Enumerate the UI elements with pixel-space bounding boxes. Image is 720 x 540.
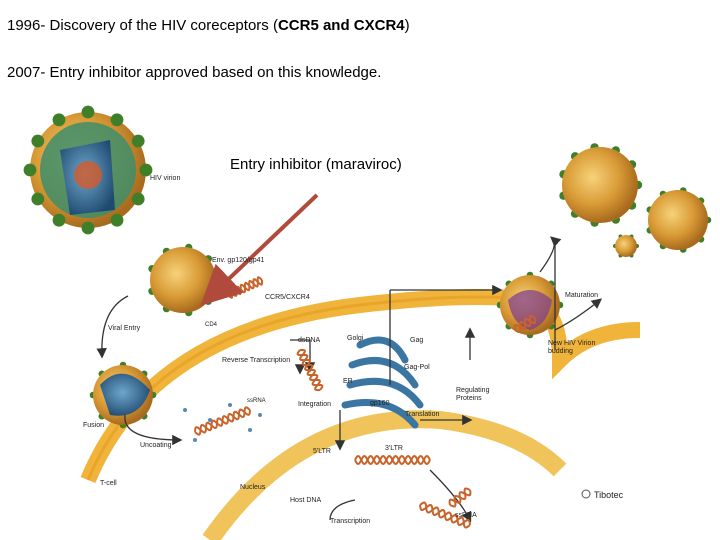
label-transcription: Transcription — [330, 518, 370, 525]
virion-spike — [131, 192, 145, 206]
rna-helix — [226, 278, 264, 297]
label-gp160: gp160 — [370, 400, 390, 407]
label-tcell: T-cell — [100, 480, 117, 487]
rna-dots — [183, 403, 262, 442]
cell-membrane — [80, 288, 641, 484]
label-nucleus: Nucleus — [240, 484, 266, 491]
slide-title-line-1: 1996- Discovery of the HIV coreceptors (… — [7, 17, 410, 34]
label-cd4: CD4 — [205, 322, 218, 328]
virion-spike — [131, 134, 145, 148]
virion-spike — [110, 113, 124, 127]
hiv-virion-cutaway — [30, 112, 146, 228]
label-dsdna: dsDNA — [298, 337, 321, 344]
virion-spike — [81, 105, 95, 119]
label-env: Env. gp120/gp41 — [212, 257, 265, 264]
label-fusion: Fusion — [83, 422, 104, 429]
line1-text: 1996- Discovery of the HIV coreceptors ( — [7, 17, 278, 34]
line1-coreceptors: CCR5 and CXCR4 — [277, 17, 405, 34]
tibotec-logo-icon — [581, 489, 591, 499]
line1-close: ) — [404, 17, 410, 34]
label-integration: Integration — [298, 401, 331, 408]
label-5ltr: 5'LTR — [313, 448, 331, 455]
rna-helix — [194, 408, 251, 434]
label-hiv-virion: HIV virion — [150, 175, 180, 182]
label-ssrna-left: ssRNA — [247, 398, 266, 404]
virion-spike — [31, 192, 45, 206]
label-tibotec: Tibotec — [594, 490, 624, 500]
label-3ltr: 3'LTR — [385, 445, 403, 452]
label-gag-pol: Gag-Pol — [404, 364, 430, 371]
virion-spike — [139, 163, 153, 177]
label-viral-entry: Viral Entry — [108, 325, 141, 332]
rna-helix — [299, 348, 321, 392]
label-coreceptor: CCR5/CXCR4 — [265, 294, 310, 301]
label-uncoating: Uncoating — [140, 442, 172, 449]
label-golgi: Golgi — [347, 335, 364, 342]
virion-spike — [31, 134, 45, 148]
slide-title-line-2: 2007- Entry inhibitor approved based on … — [7, 64, 382, 81]
nucleus-membrane — [202, 410, 567, 540]
label-er: ER — [343, 378, 353, 385]
rna-helix — [419, 501, 471, 529]
inhibitor-arrow — [200, 193, 319, 306]
virion-spike — [52, 213, 66, 227]
label-translation: Translation — [405, 411, 439, 418]
rna-helix — [513, 317, 537, 331]
label-maturation: Maturation — [565, 292, 598, 299]
label-gag: Gag — [410, 337, 423, 344]
rna-helix — [354, 454, 431, 466]
virion-spike — [23, 163, 37, 177]
hiv-virion-attaching — [150, 247, 216, 313]
mature-virion-small — [615, 235, 637, 257]
label-host-dna: Host DNA — [290, 497, 321, 504]
label-ssrna-right: ssRNA — [455, 512, 477, 519]
rna-helix — [448, 489, 472, 506]
callout-entry-inhibitor: Entry inhibitor (maraviroc) — [230, 156, 402, 173]
virion-spike — [52, 113, 66, 127]
mature-virion-large — [562, 147, 638, 223]
virion-spike — [81, 221, 95, 235]
label-reverse-transcription: Reverse Transcription — [222, 357, 290, 364]
mature-virion-right — [648, 190, 708, 250]
virion-spike — [110, 213, 124, 227]
